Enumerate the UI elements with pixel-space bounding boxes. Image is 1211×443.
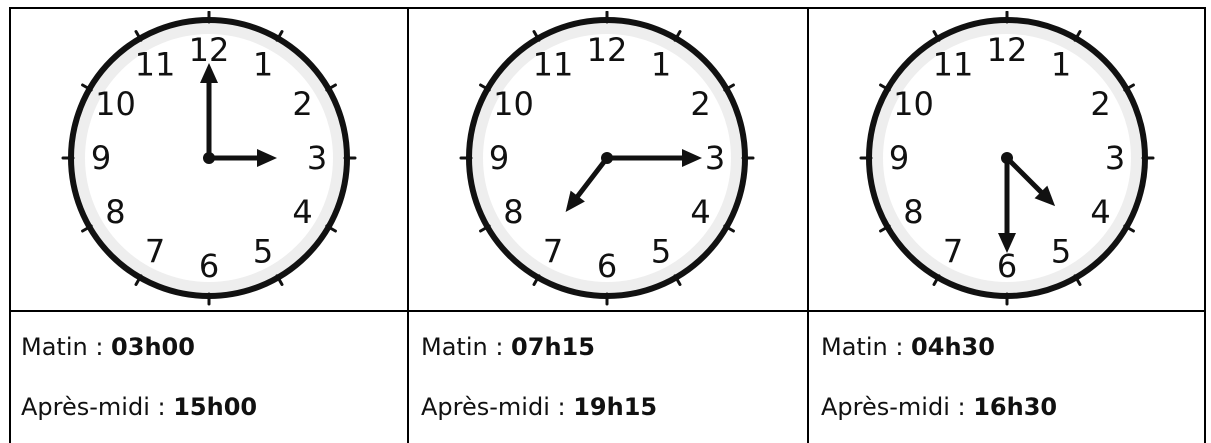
hour-number: 10 bbox=[893, 85, 934, 123]
hour-number: 8 bbox=[903, 193, 923, 231]
hour-number: 4 bbox=[292, 193, 312, 231]
afternoon-time-line: Après-midi : 15h00 bbox=[21, 393, 257, 421]
morning-time: 07h15 bbox=[511, 333, 595, 361]
hour-number: 2 bbox=[292, 85, 312, 123]
afternoon-time-line: Après-midi : 19h15 bbox=[421, 393, 657, 421]
hour-number: 2 bbox=[690, 85, 710, 123]
hour-number: 3 bbox=[307, 139, 327, 177]
hour-number: 12 bbox=[987, 31, 1028, 69]
hour-number: 1 bbox=[1051, 45, 1071, 83]
morning-label: Matin : bbox=[821, 333, 911, 361]
afternoon-label: Après-midi : bbox=[21, 393, 173, 421]
hour-number: 4 bbox=[690, 193, 710, 231]
hour-number: 7 bbox=[145, 233, 165, 271]
hour-number: 7 bbox=[543, 233, 563, 271]
morning-label: Matin : bbox=[21, 333, 111, 361]
hour-number: 7 bbox=[943, 233, 963, 271]
afternoon-label: Après-midi : bbox=[821, 393, 973, 421]
hour-number: 8 bbox=[105, 193, 125, 231]
morning-time-line: Matin : 04h30 bbox=[821, 333, 995, 361]
hour-number: 10 bbox=[493, 85, 534, 123]
morning-label: Matin : bbox=[421, 333, 511, 361]
hour-number: 6 bbox=[597, 247, 617, 285]
center-pin bbox=[1001, 152, 1013, 164]
hour-number: 9 bbox=[489, 139, 509, 177]
hour-number: 8 bbox=[503, 193, 523, 231]
center-pin bbox=[203, 152, 215, 164]
afternoon-time: 19h15 bbox=[573, 393, 657, 421]
afternoon-time: 15h00 bbox=[173, 393, 257, 421]
morning-time: 04h30 bbox=[911, 333, 995, 361]
afternoon-time: 16h30 bbox=[973, 393, 1057, 421]
hour-number: 1 bbox=[651, 45, 671, 83]
hour-number: 3 bbox=[705, 139, 725, 177]
hour-number: 11 bbox=[135, 45, 176, 83]
morning-time-line: Matin : 03h00 bbox=[21, 333, 195, 361]
hour-number: 11 bbox=[933, 45, 974, 83]
hour-number: 3 bbox=[1105, 139, 1125, 177]
hour-number: 9 bbox=[91, 139, 111, 177]
hour-number: 11 bbox=[533, 45, 574, 83]
hour-number: 4 bbox=[1090, 193, 1110, 231]
hour-number: 5 bbox=[253, 233, 273, 271]
afternoon-time-line: Après-midi : 16h30 bbox=[821, 393, 1057, 421]
hour-number: 1 bbox=[253, 45, 273, 83]
morning-time-line: Matin : 07h15 bbox=[421, 333, 595, 361]
center-pin bbox=[601, 152, 613, 164]
hour-number: 10 bbox=[95, 85, 136, 123]
hour-number: 9 bbox=[889, 139, 909, 177]
hour-number: 2 bbox=[1090, 85, 1110, 123]
hour-number: 6 bbox=[199, 247, 219, 285]
afternoon-label: Après-midi : bbox=[421, 393, 573, 421]
hour-number: 5 bbox=[1051, 233, 1071, 271]
morning-time: 03h00 bbox=[111, 333, 195, 361]
hour-number: 5 bbox=[651, 233, 671, 271]
hour-number: 12 bbox=[587, 31, 628, 69]
